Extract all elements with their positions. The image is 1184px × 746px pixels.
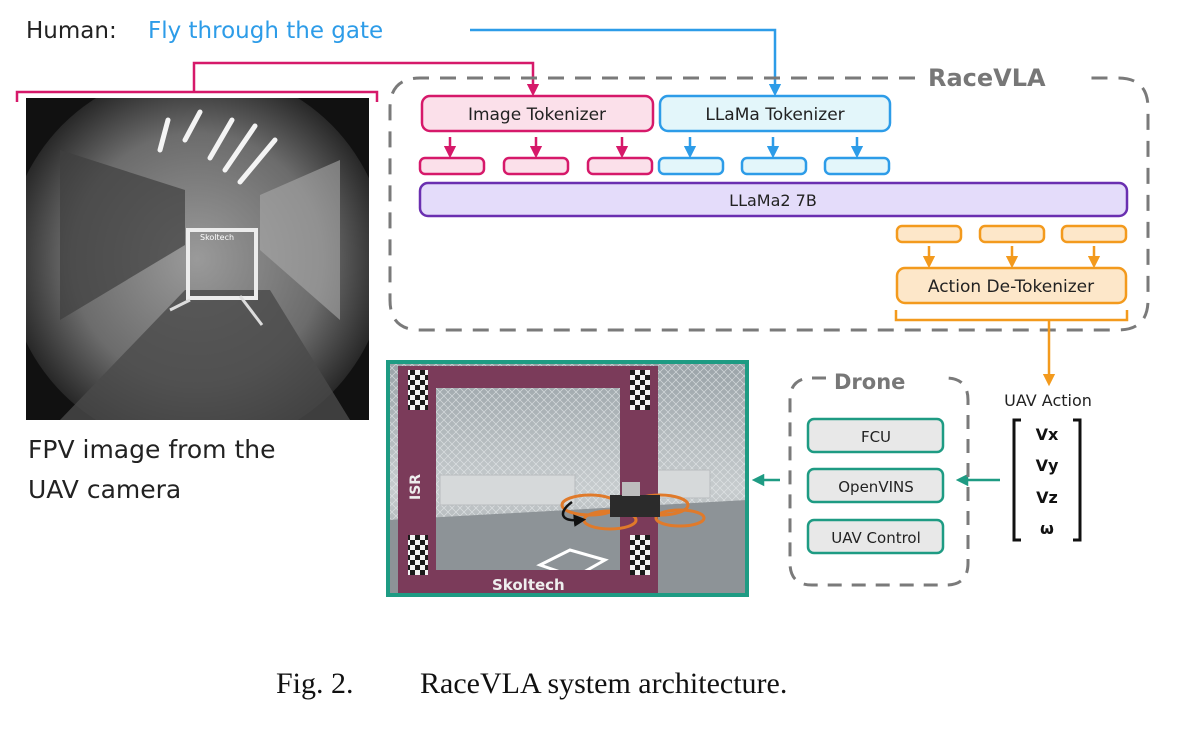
command-to-llama-arrow	[470, 28, 782, 97]
image-tokenizer: Image Tokenizer	[420, 94, 655, 133]
openvins-label: OpenVINS	[838, 478, 914, 496]
llama-tokenizer-label: LLaMa Tokenizer	[705, 105, 844, 125]
vector-right-bracket	[1073, 418, 1082, 542]
drone-container: Drone	[788, 370, 970, 587]
action-detokenizer: Action De-Tokenizer	[895, 266, 1128, 305]
drone-title: Drone	[834, 370, 905, 394]
text-token-1	[657, 156, 725, 176]
fcu-label: FCU	[861, 428, 891, 446]
human-command-text: Fly through the gate	[148, 18, 383, 44]
action-vz: Vz	[1036, 488, 1058, 507]
figure-caption: Fig. 2. RaceVLA system architecture.	[276, 667, 787, 700]
text-token-3	[823, 156, 891, 176]
llama-tokenizer: LLaMa Tokenizer	[658, 94, 892, 133]
image-token-1	[418, 156, 486, 176]
fcu-box: FCU	[806, 417, 945, 454]
uav-action: UAV Action Vx Vy Vz ω	[1004, 391, 1092, 542]
fpv-caption-line1: FPV image from the	[28, 435, 275, 464]
action-vx: Vx	[1036, 425, 1059, 444]
caption-text: RaceVLA system architecture.	[420, 667, 787, 700]
action-token-2	[978, 224, 1046, 244]
fpv-image: Skoltech	[26, 98, 369, 420]
uav-control-label: UAV Control	[831, 529, 921, 547]
image-tokens	[418, 137, 654, 176]
image-token-3	[586, 156, 654, 176]
image-tokenizer-label: Image Tokenizer	[468, 105, 606, 125]
image-token-2	[502, 156, 570, 176]
openvins-box: OpenVINS	[806, 467, 945, 504]
action-bracket	[894, 310, 1129, 322]
racevla-container: RaceVLA	[388, 64, 1150, 332]
human-command: Human: Fly through the gate	[26, 18, 782, 97]
rotation-arrow	[561, 500, 587, 527]
human-label: Human:	[26, 18, 117, 44]
action-vy: Vy	[1036, 456, 1059, 475]
drone-scene-image: ISR Skoltech	[386, 360, 749, 597]
gate-bottom-label: Skoltech	[492, 576, 565, 594]
action-detokenizer-label: Action De-Tokenizer	[928, 277, 1094, 297]
vector-left-bracket	[1012, 418, 1021, 542]
fpv-caption-line2: UAV camera	[28, 475, 181, 504]
racevla-title: RaceVLA	[928, 64, 1046, 92]
llm-block: LLaMa2 7B	[418, 181, 1129, 218]
gate-side-label: ISR	[408, 474, 424, 500]
caption-number: Fig. 2.	[276, 667, 354, 700]
fpv-gate-label: Skoltech	[200, 233, 234, 242]
uav-control-box: UAV Control	[806, 518, 945, 555]
action-tokens	[895, 224, 1128, 269]
text-token-2	[740, 156, 808, 176]
action-token-1	[895, 224, 963, 244]
action-token-3	[1060, 224, 1128, 244]
drone-model	[560, 482, 706, 531]
llm-label: LLaMa2 7B	[729, 191, 817, 210]
uav-action-title: UAV Action	[1004, 391, 1092, 410]
text-tokens	[657, 137, 891, 176]
action-omega: ω	[1040, 519, 1054, 538]
